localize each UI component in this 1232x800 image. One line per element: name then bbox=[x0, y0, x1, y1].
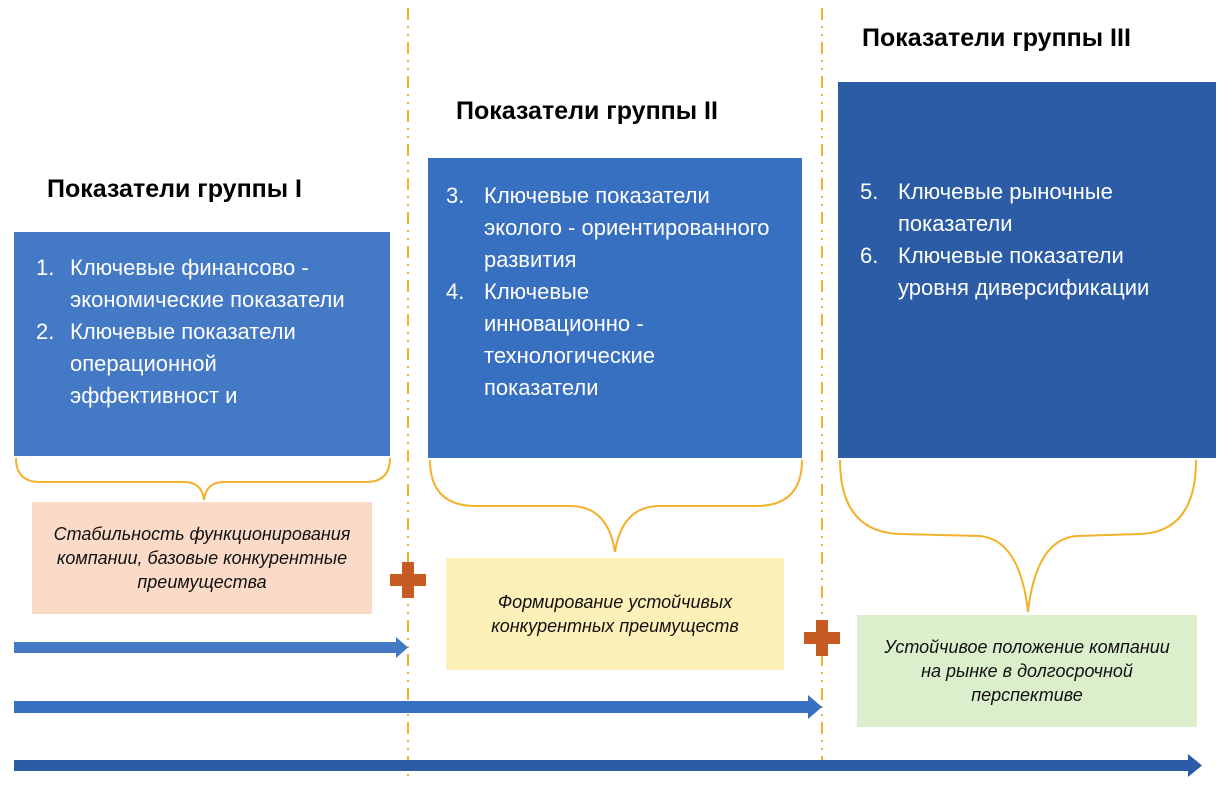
item-number: 6. bbox=[860, 243, 879, 268]
result-text: Стабильность функционирования компании, … bbox=[53, 524, 351, 592]
item-number: 1. bbox=[36, 255, 55, 280]
group-2-heading: Показатели группы II bbox=[456, 97, 718, 125]
indicator-item: 2. Ключевые показатели операционной эффек… bbox=[14, 316, 390, 412]
item-number: 3. bbox=[446, 183, 465, 208]
arrow-right-icon bbox=[14, 695, 822, 719]
indicator-item: 1. Ключевые финансово - экономические пок… bbox=[14, 252, 390, 316]
result-text: Формирование устойчивых конкурентных пре… bbox=[491, 592, 739, 636]
group-1-heading: Показатели группы I bbox=[47, 175, 303, 203]
group-3-result: Устойчивое положение компании на рынке в… bbox=[857, 615, 1197, 727]
group-1-box: 1. Ключевые финансово - экономические пок… bbox=[14, 232, 390, 456]
arrow-right-icon bbox=[14, 754, 1202, 777]
brace-group-2 bbox=[429, 459, 803, 553]
indicator-item: 3. Ключевые показатели эколого - ориентир… bbox=[428, 180, 802, 276]
item-number: 4. bbox=[446, 279, 465, 304]
group-3-heading: Показатели группы III bbox=[862, 24, 1131, 52]
item-text: Ключевые инновационно - технологические … bbox=[484, 279, 655, 400]
group-2-box: 3. Ключевые показатели эколого - ориентир… bbox=[428, 158, 802, 458]
item-text: Ключевые показатели операционной эффекти… bbox=[70, 319, 296, 408]
group-1-result: Стабильность функционирования компании, … bbox=[32, 502, 372, 614]
brace-group-1 bbox=[15, 457, 391, 501]
item-text: Ключевые показатели эколого - ориентиров… bbox=[484, 183, 770, 272]
item-number: 2. bbox=[36, 319, 55, 344]
brace-group-3 bbox=[839, 459, 1197, 613]
item-text: Ключевые рыночные показатели bbox=[898, 179, 1113, 236]
result-text: Устойчивое положение компании на рынке в… bbox=[884, 637, 1170, 705]
indicator-item: 5. Ключевые рыночные показатели bbox=[838, 176, 1216, 240]
item-number: 5. bbox=[860, 179, 879, 204]
item-text: Ключевые показатели уровня диверсификаци… bbox=[898, 243, 1150, 300]
group-2-result: Формирование устойчивых конкурентных пре… bbox=[446, 558, 784, 670]
plus-icon bbox=[804, 620, 840, 656]
indicator-item: 4. Ключевые инновационно - технологически… bbox=[428, 276, 802, 404]
item-text: Ключевые финансово - экономические показ… bbox=[70, 255, 345, 312]
indicator-item: 6. Ключевые показатели уровня диверсифика… bbox=[838, 240, 1216, 304]
arrow-right-icon bbox=[14, 637, 408, 658]
group-3-box: 5. Ключевые рыночные показатели 6. Ключевы… bbox=[838, 82, 1216, 458]
plus-icon bbox=[390, 562, 426, 598]
